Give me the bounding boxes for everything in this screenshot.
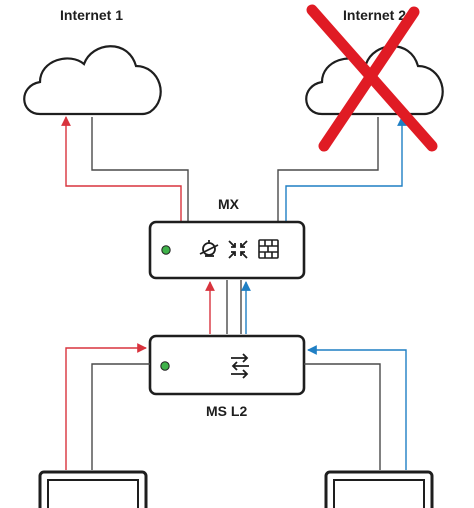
mx-appliance [148, 220, 306, 280]
client-device-left [38, 470, 148, 508]
ms-status-led [160, 361, 170, 371]
link-client-left-red [65, 343, 147, 470]
ms-l2-label: MS L2 [206, 403, 248, 419]
link-mx-internet2-return [277, 117, 379, 222]
network-icon [228, 240, 248, 259]
link-mx-internet1-return [91, 117, 189, 222]
traffic-shaping-icon [199, 240, 219, 257]
ms-switch [148, 334, 306, 396]
link-mx-internet1-primary [61, 116, 182, 222]
mx-label: MX [218, 196, 239, 212]
switching-arrows-icon [231, 353, 249, 379]
link-client-right-blue [307, 345, 407, 470]
internet-2-label: Internet 2 [343, 7, 407, 23]
mx-status-led [161, 245, 171, 255]
link-client-right-gray [304, 363, 381, 470]
link-mx-internet2-primary [285, 116, 407, 222]
link-client-left-gray [91, 363, 150, 470]
failure-cross-icon [306, 4, 438, 152]
internet-1-label: Internet 1 [60, 7, 124, 23]
firewall-icon [258, 239, 279, 259]
internet-1-cloud [23, 45, 162, 116]
client-device-right [324, 470, 434, 508]
